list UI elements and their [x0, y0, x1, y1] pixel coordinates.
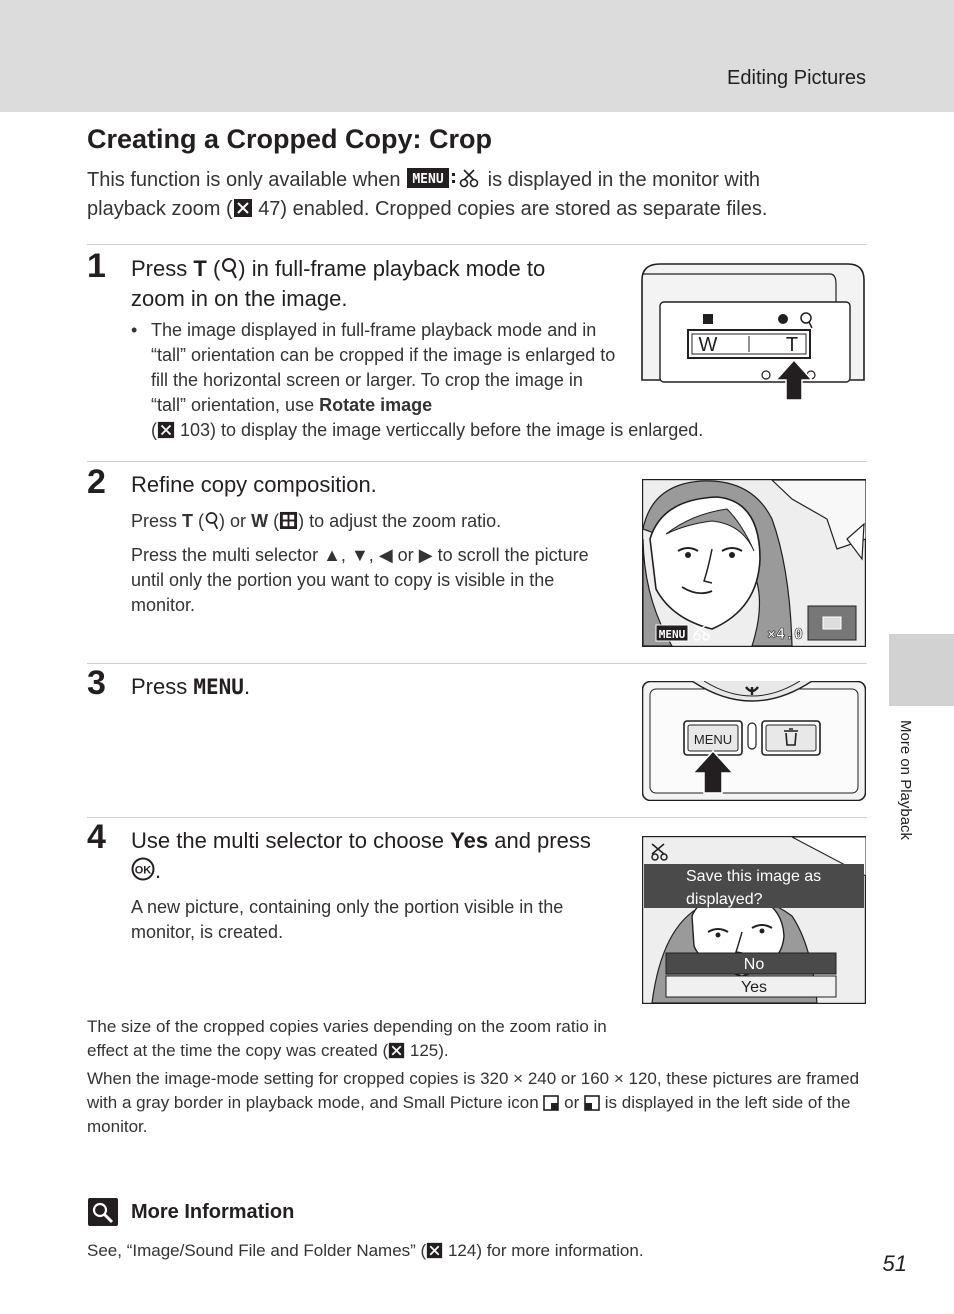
tele-button-glyph: T [182, 511, 194, 531]
page-reference-icon [157, 421, 175, 439]
step-number: 3 [87, 664, 106, 702]
intro-text-a: This function is only available when [87, 169, 401, 191]
page-reference-icon [388, 1042, 405, 1059]
macro-icon [745, 686, 759, 695]
note-small-picture: When the image-mode setting for cropped … [87, 1069, 860, 1136]
page-number: 51 [882, 1251, 907, 1276]
menu-button-label: MENU [694, 732, 732, 747]
side-tab [889, 634, 954, 706]
step-number: 2 [87, 463, 106, 501]
intro-text-c: 47) enabled. Cropped copies are stored a… [258, 198, 768, 220]
crop-icon [651, 843, 665, 855]
dialog-message-line2: displayed? [686, 891, 763, 908]
ok-button-icon: OK [131, 857, 155, 881]
step-heading: Refine copy composition. [131, 472, 377, 497]
svg-text:OK: OK [135, 865, 152, 877]
left-arrow-glyph: ◀ [378, 545, 393, 565]
right-arrow-glyph: ▶ [418, 545, 433, 565]
note-cropped-size: The size of the cropped copies varies de… [87, 1017, 607, 1060]
up-arrow-glyph: ▲ [323, 545, 341, 565]
bullet-dot: • [131, 320, 138, 340]
zoom-in-icon [205, 512, 219, 530]
page-title: Creating a Cropped Copy: Crop [87, 124, 493, 154]
thumbnail-icon [280, 511, 298, 530]
menu-button-glyph: MENU [193, 675, 244, 699]
divider [87, 244, 867, 245]
small-picture-icon [543, 1095, 560, 1111]
section-title: Editing Pictures [727, 67, 866, 89]
zoom-ratio-readout: ×4.0 [767, 625, 803, 643]
intro-paragraph: This function is only available when MEN… [87, 166, 827, 224]
dialog-message-line1: Save this image as [686, 868, 821, 885]
more-information-text: See, “Image/Sound File and Folder Names”… [87, 1241, 644, 1260]
delete-icon [784, 728, 798, 746]
divider [87, 461, 867, 462]
header-band [0, 0, 954, 112]
option-yes-selected [665, 975, 837, 998]
zoom-in-icon [222, 258, 238, 279]
save-dialog-monitor-figure: Save this image as displayed? No Yes [642, 836, 866, 1004]
step-body: A new picture, containing only the porti… [131, 897, 564, 942]
down-arrow-glyph: ▼ [350, 545, 369, 565]
step-number: 4 [87, 818, 106, 856]
wide-button-glyph: W [251, 511, 269, 531]
svg-text:No: No [744, 956, 765, 973]
divider [87, 817, 867, 818]
svg-text:MENU: MENU [412, 172, 443, 187]
wide-label: W [699, 334, 718, 356]
page-reference-icon [427, 1242, 443, 1259]
scroll-instruction: Press the multi selector ▲, ▼, ◀ or ▶ to… [131, 545, 589, 615]
up-arrow-icon [774, 358, 814, 401]
zoomed-monitor-figure: MENU ×4.0 [642, 479, 866, 647]
side-tab-label: More on Playback [897, 720, 914, 841]
divider [87, 663, 867, 664]
svg-text:Yes: Yes [741, 979, 767, 996]
more-information-heading: More Information [131, 1201, 295, 1223]
zoom-instruction: Press T () or W () to adjust the zoom ra… [131, 511, 502, 531]
up-arrow-icon [691, 749, 735, 794]
step-heading: Press T () in full-frame playback mode t… [131, 256, 546, 311]
more-information-icon [88, 1198, 118, 1226]
small-picture-icon-alt [584, 1095, 600, 1111]
tele-button-glyph: T [193, 256, 207, 281]
camera-zoom-control-figure: W T [641, 263, 865, 401]
bullet-text-continued: ( 103) to display the image verticcally … [151, 420, 704, 440]
step-number: 1 [87, 247, 106, 285]
camera-menu-button-figure: MENU [642, 681, 866, 801]
intro-text-b: is displayed in the monitor with playbac… [87, 169, 760, 220]
tele-label: T [786, 334, 798, 356]
menu-indicator-text: MENU [659, 628, 686, 641]
bullet-text: The image displayed in full-frame playba… [151, 320, 616, 415]
face-outline [649, 496, 761, 630]
step-heading: Use the multi selector to choose Yes and… [131, 828, 591, 883]
page-reference-icon [233, 199, 252, 217]
step-heading: Press MENU. [131, 674, 251, 699]
dialog-message-band [644, 864, 864, 908]
option-no [665, 952, 837, 975]
menu-crop-icon: MENU [407, 168, 479, 188]
